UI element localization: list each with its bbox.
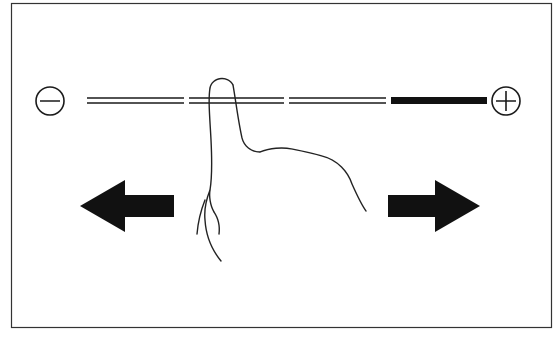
slider-segment-4-active	[391, 97, 487, 104]
slider-track	[87, 97, 487, 104]
slider-segment-3	[289, 98, 386, 103]
arrow-left-icon	[80, 180, 174, 232]
plus-circle-icon	[492, 87, 520, 115]
pointing-hand-icon	[197, 79, 366, 261]
frame-border	[12, 4, 552, 328]
minus-circle-icon	[36, 87, 64, 115]
slider-segment-1	[87, 98, 184, 103]
slider-segment-2	[189, 98, 284, 103]
arrow-right-icon	[388, 180, 480, 232]
